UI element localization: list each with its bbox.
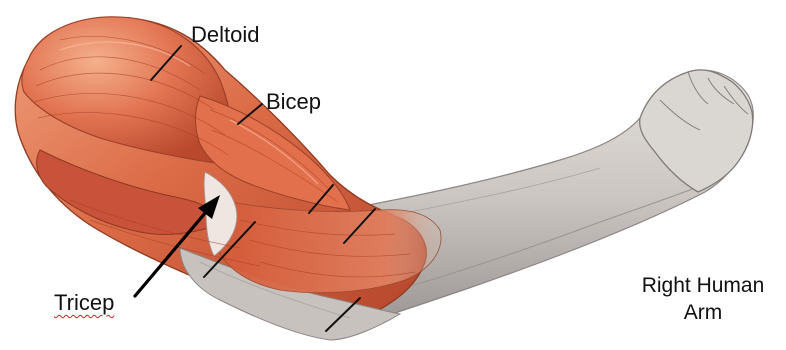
diagram-title-line-1: Right Human: [620, 272, 786, 299]
tricep-label: Tricep: [54, 290, 114, 316]
diagram-title-line-2: Arm: [620, 299, 786, 326]
forearm-muscles: [218, 200, 441, 293]
bicep-label: Bicep: [266, 89, 321, 115]
diagram-title: Right Human Arm: [620, 272, 786, 326]
deltoid-label: Deltoid: [191, 22, 259, 48]
